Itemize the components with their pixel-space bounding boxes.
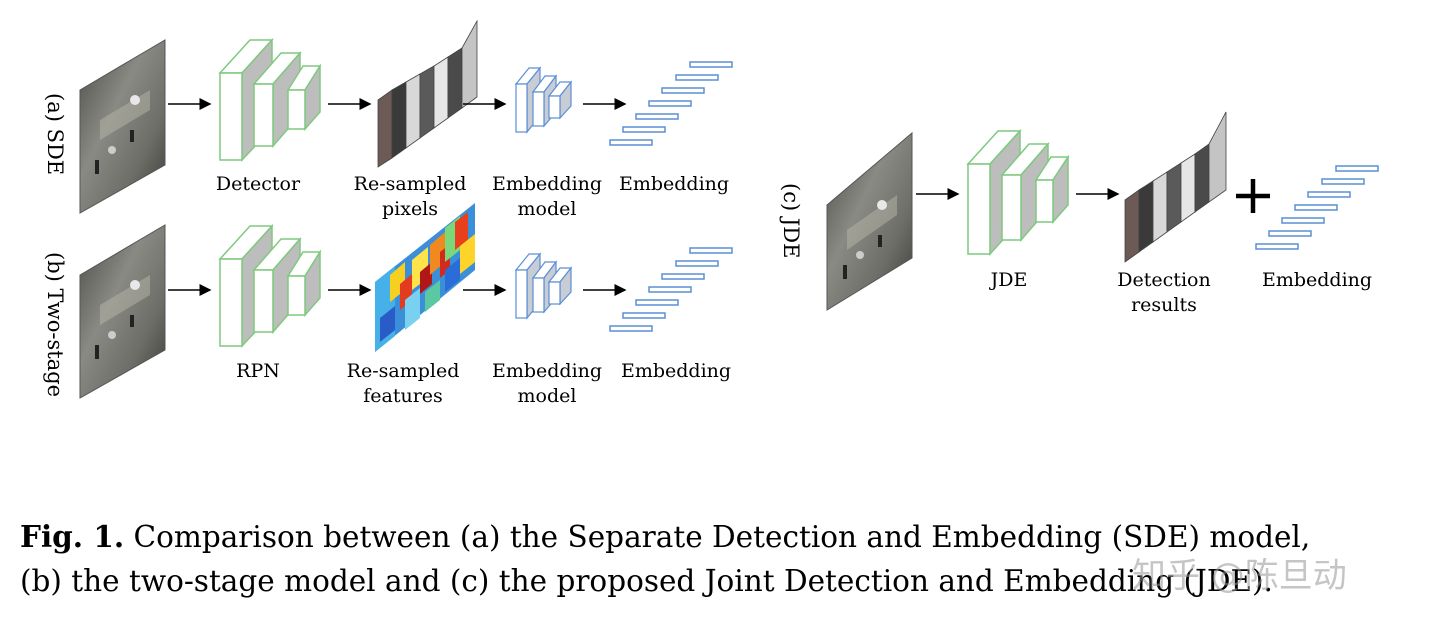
embedding-vectors-icon <box>609 61 733 146</box>
resampled-features-heatmap <box>375 203 475 352</box>
detection-results-icon <box>1124 111 1227 263</box>
embedding-label: Embedding <box>618 173 730 195</box>
jde-network-icon <box>966 129 1070 256</box>
two-stage-row <box>79 203 733 399</box>
caption-prefix: Fig. 1. <box>20 519 125 554</box>
embedding-model-icon <box>514 252 573 320</box>
row-label-two-stage: (b) Two-stage <box>43 252 67 398</box>
row-label-jde: (c) JDE <box>779 183 803 259</box>
jde-video-frame <box>826 131 913 311</box>
sde-video-frame <box>79 39 166 214</box>
detector-network-icon <box>218 38 322 162</box>
embedding-model-icon <box>514 66 573 134</box>
sde-row <box>79 19 733 214</box>
embedding-vectors-icon <box>609 247 733 332</box>
plus-sign-icon <box>1236 179 1270 213</box>
embedding-label: Embedding <box>1261 269 1373 291</box>
jde-label: JDE <box>990 269 1028 291</box>
resampled-pixels-icon <box>377 19 478 168</box>
row-label-sde: (a) SDE <box>43 93 67 176</box>
rpn-label: RPN <box>236 360 280 382</box>
jde-row <box>826 111 1379 311</box>
figure-caption: Fig. 1. Comparison between (a) the Separ… <box>20 515 1430 603</box>
detector-label: Detector <box>215 173 301 195</box>
watermark: 知乎 @陈旦动 <box>1132 556 1347 596</box>
embedding-vectors-icon <box>1255 165 1379 250</box>
embedding-label: Embedding <box>620 360 732 382</box>
two-stage-video-frame <box>79 224 166 399</box>
rpn-network-icon <box>218 224 322 348</box>
caption-line2: (b) the two-stage model and (c) the prop… <box>20 564 1273 598</box>
caption-line1: Comparison between (a) the Separate Dete… <box>133 520 1311 554</box>
